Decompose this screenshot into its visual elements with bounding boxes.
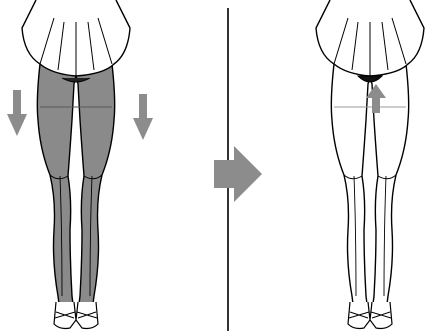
shoes-after (348, 302, 392, 329)
left-leg-after (331, 64, 370, 312)
figure-after (316, 0, 424, 329)
arrow-down-left-icon (7, 90, 27, 136)
right-leg-before (76, 64, 115, 312)
shoes-before (54, 302, 98, 329)
arrow-right-icon (214, 146, 262, 202)
figure-before (22, 0, 130, 329)
arrow-down-right-icon (133, 94, 153, 140)
left-leg-before (37, 64, 76, 312)
